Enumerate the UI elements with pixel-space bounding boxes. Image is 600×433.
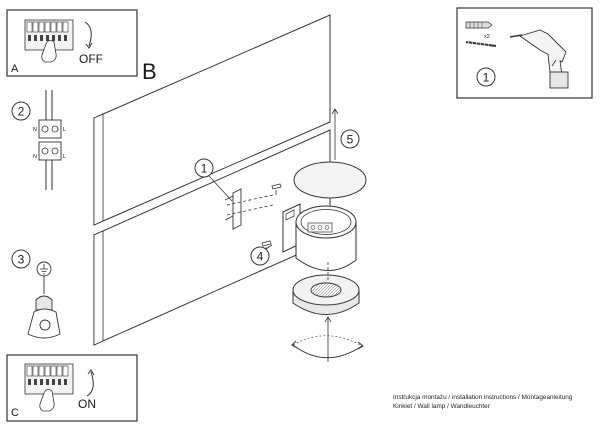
wire-label-n: N: [33, 154, 37, 160]
terminal-block-icon: [307, 222, 333, 233]
wire-label-l: L: [63, 127, 66, 133]
wire-label-l: L: [63, 154, 66, 160]
callout-drill-number: 1: [483, 71, 490, 85]
hand-icon: [39, 389, 55, 412]
wall-anchor-icon: [465, 21, 493, 29]
callout-cover-number: 5: [347, 133, 354, 147]
caption-line-2: Kinkiet / Wall lamp / Wandleuchter: [393, 403, 490, 410]
callout-circle: [250, 246, 270, 266]
panel-b-letter: B: [142, 59, 157, 84]
terminal-block-icon: [38, 119, 62, 139]
callout-leader: [265, 244, 273, 250]
alignment-lines: [226, 194, 274, 216]
panel-a-state: OFF: [79, 52, 103, 66]
arrow-down-icon: [84, 21, 92, 47]
step-wiring: 2 N L N L: [11, 90, 66, 190]
panel-drill: x2 1: [456, 7, 593, 99]
screw-icon: [465, 40, 497, 48]
callout-ground-number: 3: [18, 253, 25, 267]
panel-c-state: ON: [78, 397, 96, 411]
callout-wiring-number: 2: [18, 105, 25, 119]
wire-label-n: N: [33, 127, 37, 133]
rotate-arrow-icon: [291, 335, 364, 359]
panel-a-letter: A: [11, 63, 19, 75]
mounting-screw-icon: [271, 183, 282, 195]
breaker-block-icon: [24, 363, 74, 395]
panel-drill-frame: [456, 7, 593, 99]
step-ground: 3: [11, 249, 61, 339]
callout-circle: [11, 101, 31, 121]
wall-panel: [93, 14, 331, 346]
lamp-top-cover: [293, 161, 367, 199]
callout-bracket-number: 1: [201, 162, 208, 176]
callout-circle: [476, 67, 496, 87]
panel-c: C ON: [6, 354, 138, 422]
terminal-block-icon: [38, 141, 62, 161]
ground-terminal-icon: [35, 295, 53, 311]
callout-leader: [208, 175, 233, 202]
panel-b: B 1 4 5: [93, 14, 367, 362]
anchor-count: x2: [484, 34, 490, 40]
drill-icon: [509, 29, 569, 89]
lamp-body: [282, 203, 357, 271]
caption-line-1: Instrukcja montażu / installation instru…: [393, 394, 573, 401]
lamp-bottom-ring: [292, 274, 360, 315]
arrow-up-icon: [86, 371, 94, 397]
hand-icon: [41, 40, 57, 63]
callout-circle: [340, 129, 360, 149]
callout-screw-number: 4: [257, 250, 264, 264]
callout-circle: [194, 158, 214, 178]
callout-circle: [11, 249, 31, 269]
panel-c-letter: C: [11, 407, 19, 419]
panel-a: A OFF: [6, 9, 138, 77]
